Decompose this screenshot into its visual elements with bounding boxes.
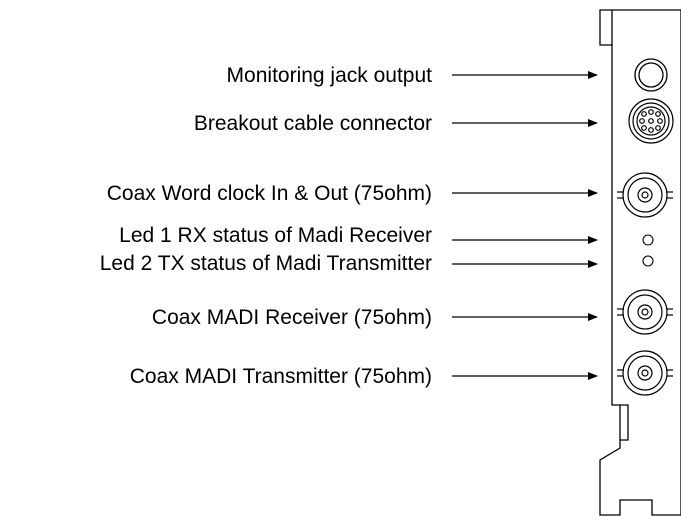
- bnc-madi-transmitter-icon: [617, 350, 673, 396]
- label-monitoring-jack: Monitoring jack output: [227, 64, 433, 87]
- bnc-word-clock-icon: [617, 172, 673, 218]
- label-madi-receiver: Coax MADI Receiver (75ohm): [152, 306, 432, 329]
- label-led2: Led 2 TX status of Madi Transmitter: [100, 252, 432, 275]
- label-breakout-connector: Breakout cable connector: [194, 112, 432, 135]
- label-led1: Led 1 RX status of Madi Receiver: [119, 224, 432, 247]
- breakout-connector-icon: [628, 98, 674, 144]
- led2-icon: [642, 255, 654, 267]
- bnc-madi-receiver-icon: [617, 289, 673, 335]
- monitoring-jack-icon: [634, 58, 668, 92]
- label-madi-transmitter: Coax MADI Transmitter (75ohm): [130, 365, 432, 388]
- label-word-clock: Coax Word clock In & Out (75ohm): [107, 182, 432, 205]
- led1-icon: [642, 234, 654, 246]
- bracket-tab-detail: [620, 404, 629, 441]
- bracket-outline: [599, 9, 681, 516]
